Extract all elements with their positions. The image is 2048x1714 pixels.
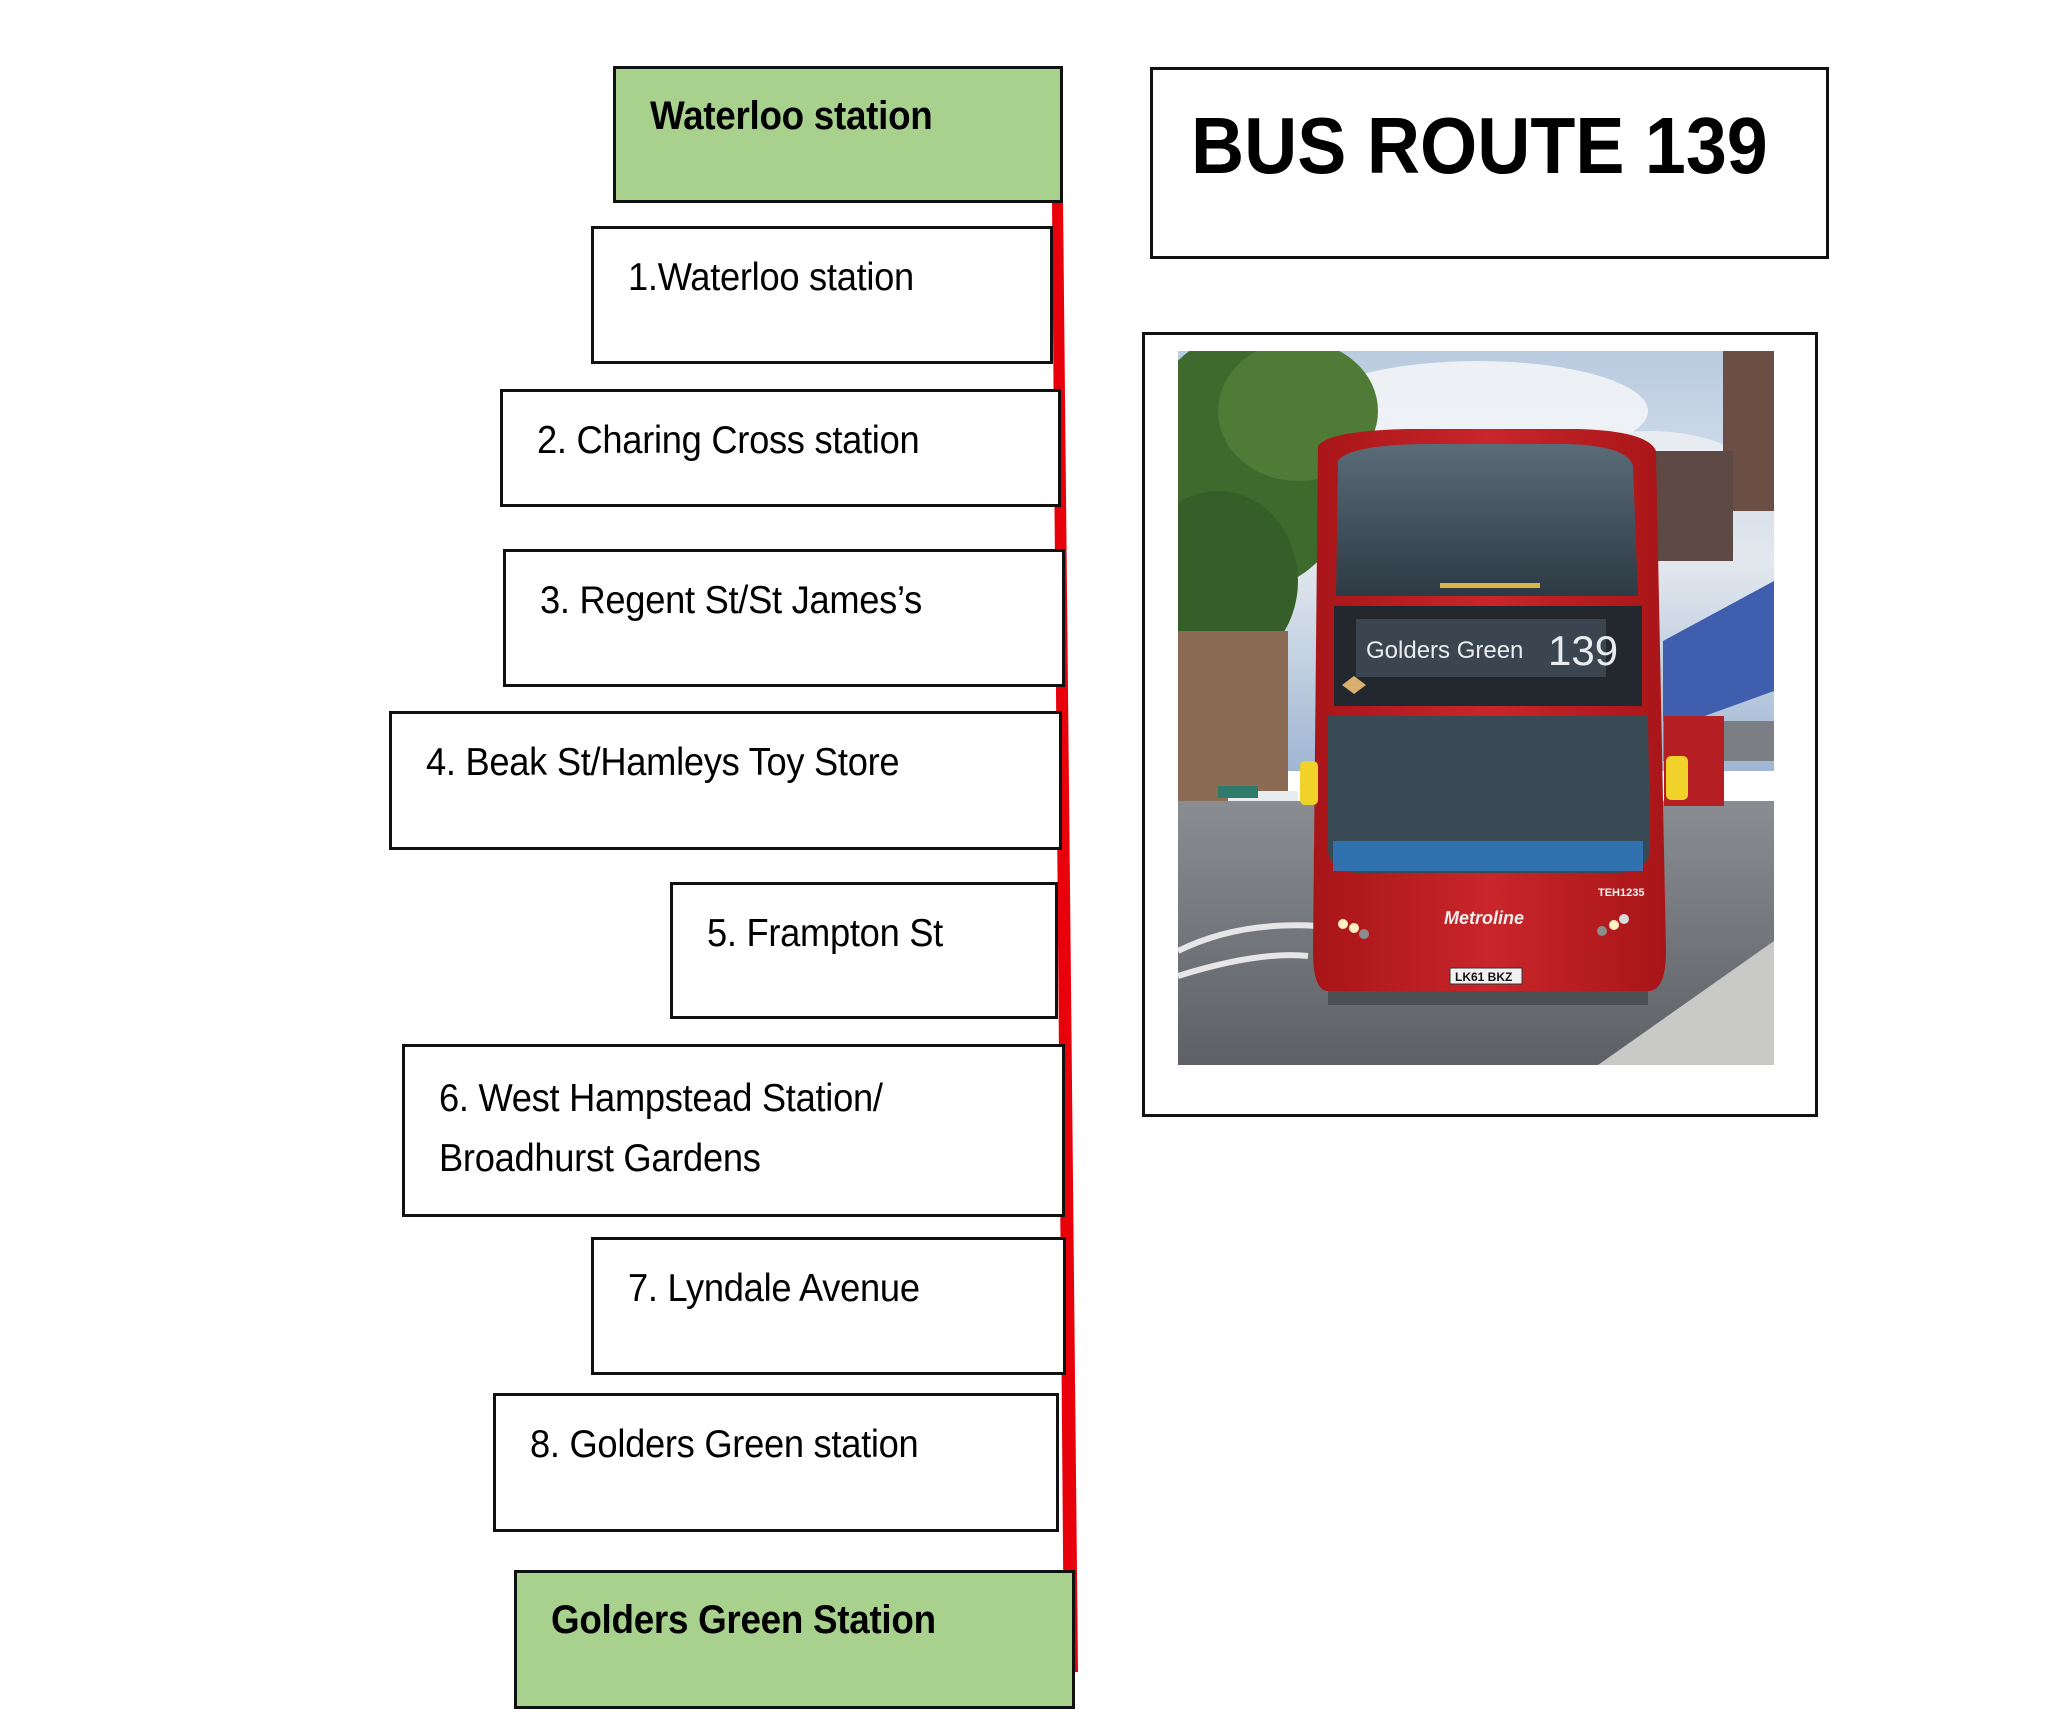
end-terminus-label: Golders Green Station <box>551 1598 936 1642</box>
title-box: BUS ROUTE 139 <box>1150 67 1829 259</box>
registration-plate: LK61 BKZ <box>1455 970 1512 984</box>
stop-4-box: 4. Beak St/Hamleys Toy Store <box>389 711 1062 850</box>
fleet-number: TEH1235 <box>1598 887 1644 899</box>
stop-2-box: 2. Charing Cross station <box>500 389 1061 507</box>
stop-5-label: 5. Frampton St <box>707 912 943 955</box>
bus-photo: Golders Green 139 TEH1235 Metroline LK61… <box>1178 351 1774 1065</box>
stop-6-label-line2: Broadhurst Gardens <box>439 1137 761 1180</box>
stop-7-box: 7. Lyndale Avenue <box>591 1237 1066 1375</box>
stop-2-label: 2. Charing Cross station <box>537 419 920 462</box>
stop-6-box: 6. West Hampstead Station/ Broadhurst Ga… <box>402 1044 1065 1217</box>
operator-logo: Metroline <box>1444 908 1524 928</box>
stop-8-box: 8. Golders Green station <box>493 1393 1059 1532</box>
stop-8-label: 8. Golders Green station <box>530 1423 919 1466</box>
stop-6-label-line1: 6. West Hampstead Station/ <box>439 1077 883 1120</box>
stop-3-box: 3. Regent St/St James’s <box>503 549 1065 687</box>
bus-photo-illustration: Golders Green 139 TEH1235 Metroline LK61… <box>1178 351 1774 1065</box>
photo-frame: Golders Green 139 TEH1235 Metroline LK61… <box>1142 332 1818 1117</box>
stop-7-label: 7. Lyndale Avenue <box>628 1267 920 1310</box>
stop-6-label: 6. West Hampstead Station/ Broadhurst Ga… <box>439 1069 883 1189</box>
start-terminus-box: Waterloo station <box>613 66 1063 203</box>
stop-4-label: 4. Beak St/Hamleys Toy Store <box>426 741 900 784</box>
stop-3-label: 3. Regent St/St James’s <box>540 579 923 622</box>
destination-display: Golders Green <box>1366 637 1523 664</box>
start-terminus-label: Waterloo station <box>650 94 933 138</box>
end-terminus-box: Golders Green Station <box>514 1570 1075 1709</box>
stop-5-box: 5. Frampton St <box>670 882 1058 1019</box>
route-number-display: 139 <box>1548 627 1618 674</box>
page-title: BUS ROUTE 139 <box>1191 101 1768 190</box>
stop-1-box: 1.Waterloo station <box>591 226 1053 364</box>
stop-1-label: 1.Waterloo station <box>628 256 914 299</box>
